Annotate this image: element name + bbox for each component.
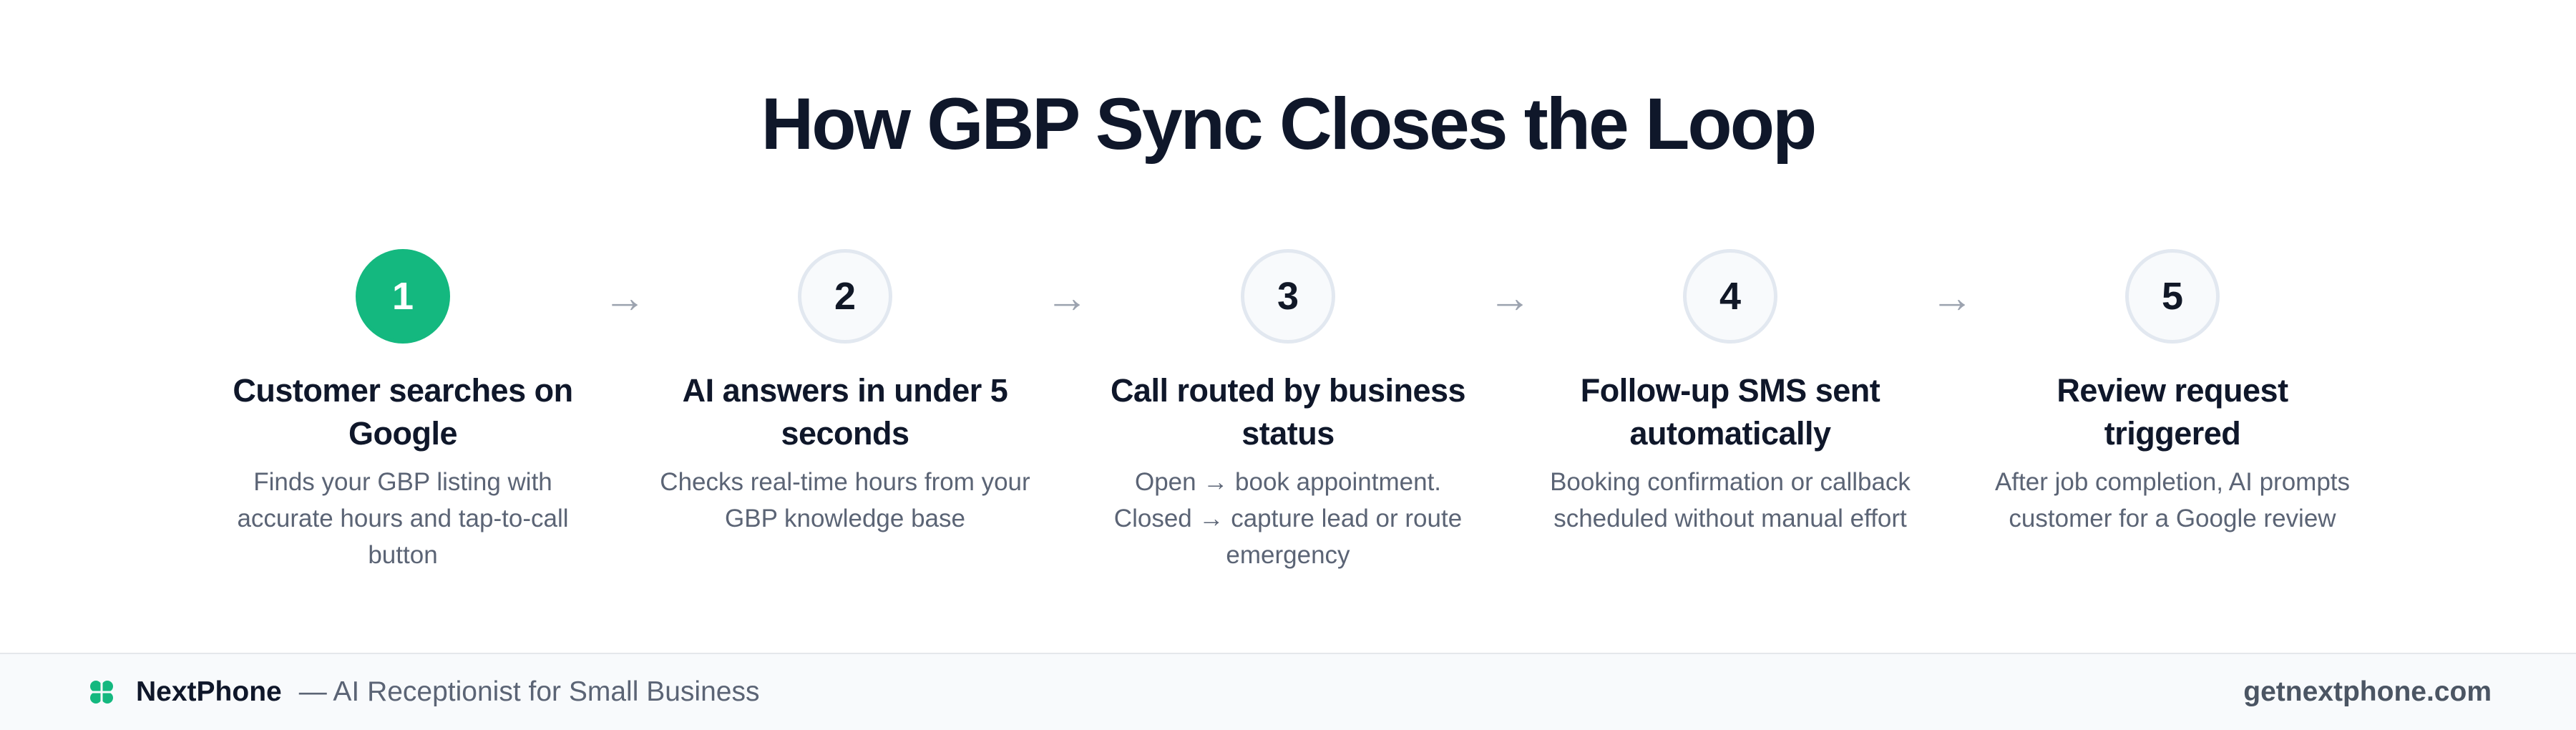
step-4: 4 Follow-up SMS sent automatically Booki… bbox=[1544, 249, 1916, 537]
step-number-badge: 4 bbox=[1683, 249, 1777, 344]
footer: NextPhone — AI Receptionist for Small Bu… bbox=[0, 653, 2576, 730]
step-description: Finds your GBP listing with accurate hou… bbox=[237, 468, 569, 569]
step-title: AI answers in under 5 seconds bbox=[682, 372, 1008, 452]
process-steps: 1 Customer searches on Google Finds your… bbox=[0, 249, 2576, 593]
arrow-right-icon: → bbox=[1488, 273, 1531, 321]
step-title: Follow-up SMS sent automatically bbox=[1580, 372, 1880, 452]
footer-brand: NextPhone — AI Receptionist for Small Bu… bbox=[87, 654, 759, 730]
arrow-right-icon: → bbox=[1931, 273, 1974, 321]
step-description: After job completion, AI prompts custome… bbox=[1994, 468, 2351, 532]
step-title: Customer searches on Google bbox=[233, 372, 573, 452]
step-number-badge: 1 bbox=[356, 249, 450, 344]
step-description: Open → book appointment. Closed → captur… bbox=[1113, 468, 1463, 569]
step-title: Call routed by business status bbox=[1110, 372, 1466, 452]
step-number-badge: 3 bbox=[1241, 249, 1335, 344]
step-number-badge: 2 bbox=[798, 249, 892, 344]
clover-logo-icon bbox=[90, 681, 113, 704]
page-title: How GBP Sync Closes the Loop bbox=[761, 83, 1818, 165]
step-3: 3 Call routed by business status Open → … bbox=[1102, 249, 1474, 573]
step-title: Review request triggered bbox=[2057, 372, 2288, 452]
step-5: 5 Review request triggered After job com… bbox=[1986, 249, 2358, 537]
step-1: 1 Customer searches on Google Finds your… bbox=[217, 249, 589, 573]
brand-name: NextPhone bbox=[136, 676, 282, 707]
step-number-badge: 5 bbox=[2125, 249, 2220, 344]
brand-tagline: — AI Receptionist for Small Business bbox=[298, 676, 760, 707]
website-link[interactable]: getnextphone.com bbox=[2243, 676, 2492, 707]
step-2: 2 AI answers in under 5 seconds Checks r… bbox=[659, 249, 1031, 537]
step-description: Checks real-time hours from your GBP kno… bbox=[660, 468, 1030, 532]
step-description: Booking confirmation or callback schedul… bbox=[1550, 468, 1911, 532]
arrow-right-icon: → bbox=[603, 273, 646, 321]
arrow-right-icon: → bbox=[1045, 273, 1088, 321]
